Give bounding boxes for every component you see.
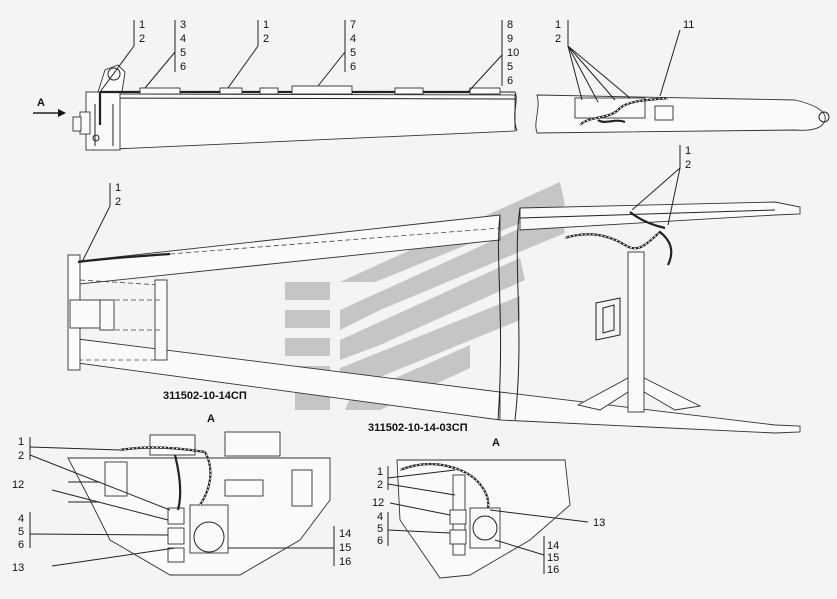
callout-br-mid-3: 6 [377,535,383,547]
callout-top-g4-3: 5 [350,47,356,59]
callout-top-g5-1: 8 [507,19,513,31]
callout-bl-mid-1: 4 [18,513,24,525]
callout-top-g2-4: 6 [180,61,186,73]
callout-mid-left-2: 2 [115,196,121,208]
callout-top-g5-4: 5 [507,61,513,73]
callout-br-top-2: 2 [377,479,383,491]
callout-br-right-1: 14 [547,540,559,552]
callout-br-top-1: 1 [377,466,383,478]
detail-view-a-left [67,431,331,576]
callout-mid-right-1: 1 [685,145,691,157]
callout-bl-mid-2: 5 [18,526,24,538]
callout-br-right-3: 16 [547,564,559,576]
view-a-label-left: A [207,413,215,425]
callout-leaders [29,20,681,574]
callout-top-g1-1: 1 [139,19,145,31]
callout-top-g5-5: 6 [507,75,513,87]
callout-mid-right-2: 2 [685,159,691,171]
callout-top-g4-1: 7 [350,19,356,31]
callout-bl-right-2: 15 [339,542,351,554]
callout-mid-left-1: 1 [115,182,121,194]
callout-top-g2-2: 4 [180,33,186,45]
callout-top-g1-2: 2 [139,33,145,45]
callout-bl-right-1: 14 [339,528,351,540]
callout-top-g4-2: 4 [350,33,356,45]
callout-br-right-2: 15 [547,552,559,564]
drawing-code-1: 311502-10-14СП [163,390,247,402]
view-a-label-right: A [492,437,500,449]
callout-top-g4-4: 6 [350,61,356,73]
callout-top-g3-2: 2 [263,33,269,45]
callout-numbers: 1 2 3 4 5 6 1 2 7 4 5 6 8 9 10 5 6 1 2 1… [12,19,694,576]
top-boom-left: A [33,64,518,151]
callout-top-g5-2: 9 [507,33,513,45]
callout-top-g6-1: 1 [555,19,561,31]
top-boom-right [535,94,830,134]
callout-top-g2-3: 5 [180,47,186,59]
callout-br-13: 13 [593,517,605,529]
callout-top-g2-1: 3 [180,19,186,31]
middle-boom-assembly [67,201,801,434]
callout-bl-mid-3: 6 [18,539,24,551]
callout-bl-top-1: 1 [18,436,24,448]
callout-top-g5-3: 10 [507,47,519,59]
detail-view-a-right [396,459,571,579]
callout-br-mid-1: 4 [377,511,383,523]
callout-bl-12: 12 [12,479,24,491]
callout-bl-right-3: 16 [339,556,351,568]
callout-top-g6-2: 2 [555,33,561,45]
callout-bl-13: 13 [12,562,24,574]
view-a-arrow-label: A [37,97,45,109]
drawing-code-2: 311502-10-14-03СП [368,422,468,434]
callout-br-mid-2: 5 [377,523,383,535]
callout-br-12: 12 [372,497,384,509]
callout-bl-top-2: 2 [18,450,24,462]
callout-top-11: 11 [683,19,694,31]
callout-top-g3-1: 1 [263,19,269,31]
